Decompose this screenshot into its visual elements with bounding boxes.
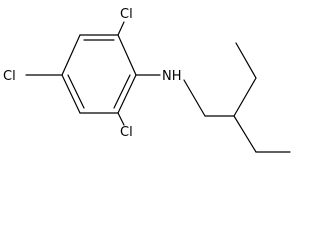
molecule-diagram: Cl Cl Cl NH: [3, 7, 291, 153]
ring-bond-lower-right: [117, 74, 137, 114]
bond-n-ch2: [183, 79, 206, 117]
ring-bond-upper-left: [61, 34, 81, 76]
atom-label-cl-bottom: Cl: [120, 125, 133, 140]
alkyl-chain: [183, 42, 291, 153]
bond-ch-ethyl-lower: [233, 115, 257, 153]
ring-double-bond-left: [67, 74, 85, 109]
benzene-ring: [61, 34, 137, 114]
bond-cl-bottom: [117, 112, 125, 126]
ring-double-bond-right: [113, 74, 131, 109]
ring-bond-upper-right: [117, 34, 137, 76]
bond-ch-ethyl-upper: [233, 77, 257, 117]
atom-label-cl-left: Cl: [3, 69, 16, 84]
ring-bond-lower-left: [61, 74, 81, 114]
bond-ethyl-upper-terminal: [235, 42, 257, 79]
structure-canvas: Cl Cl Cl NH: [3, 7, 291, 153]
bond-cl-top: [117, 21, 125, 36]
atom-label-nh: NH: [162, 69, 182, 84]
atom-label-cl-top: Cl: [120, 7, 133, 22]
